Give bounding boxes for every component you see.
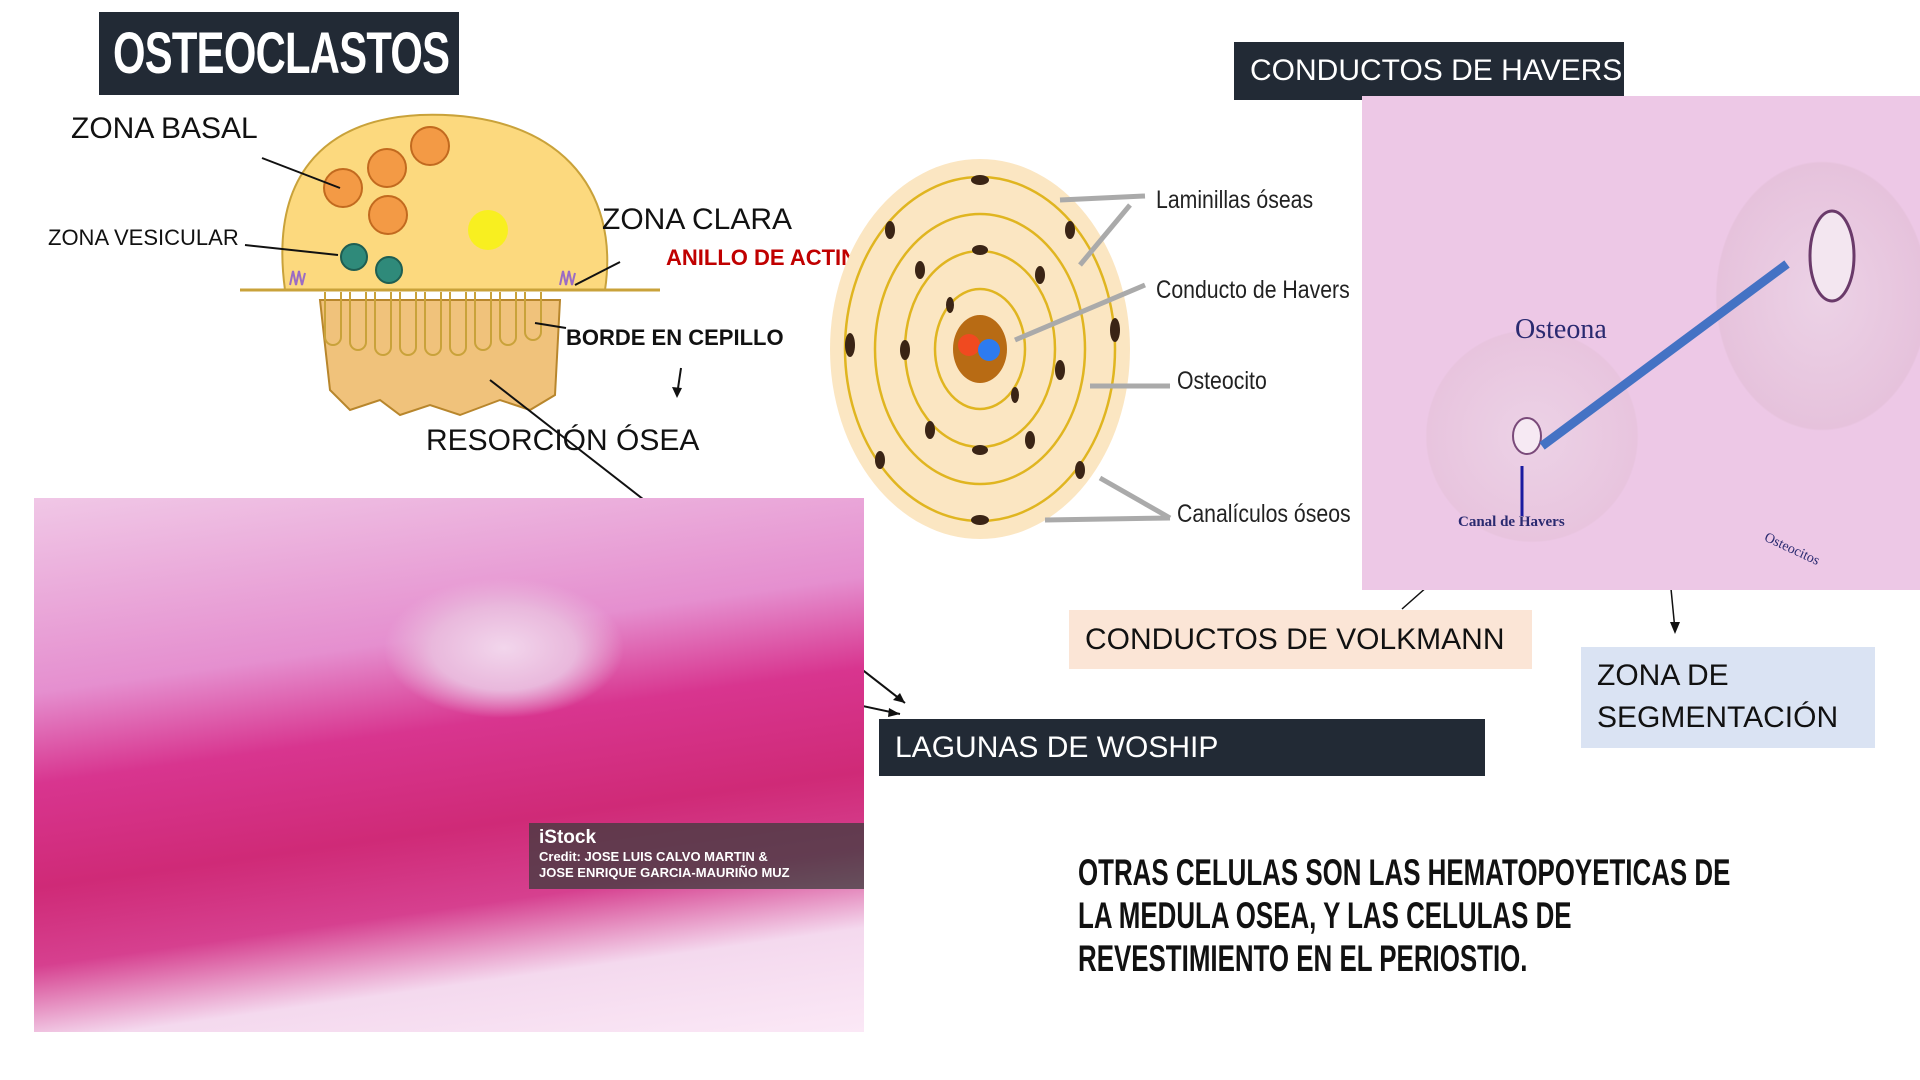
conductos-volkmann-label: CONDUCTOS DE VOLKMANN: [1069, 610, 1532, 669]
other-cells-text: OTRAS CELULAS SON LAS HEMATOPOYETICAS DE…: [1078, 852, 1731, 979]
label-laminillas: Laminillas óseas: [1156, 186, 1314, 214]
label-conducto-havers: Conducto de Havers: [1156, 276, 1350, 304]
label-anillo-actina: ANILLO DE ACTINA: [666, 245, 873, 270]
histology-photo-osteoclast: [34, 498, 864, 1032]
osteon-diagram: [830, 159, 1130, 539]
istock-credit: iStock Credit: JOSE LUIS CALVO MARTIN & …: [529, 823, 864, 889]
label-zona-vesicular: ZONA VESICULAR: [48, 225, 239, 250]
label-resorcion-osea: RESORCIÓN ÓSEA: [426, 424, 700, 457]
conductos-havers-title: CONDUCTOS DE HAVERS: [1234, 42, 1624, 100]
label-zona-basal: ZONA BASAL: [71, 112, 258, 145]
histology-photo-osteon: Osteona Canal de Havers Osteocitos: [1362, 96, 1920, 590]
label-zona-clara: ZONA CLARA: [602, 203, 793, 236]
page-title: OSTEOCLASTOS: [99, 12, 459, 95]
volkmann-canal-line: [1512, 209, 1856, 516]
lagunas-woship-label: LAGUNAS DE WOSHIP: [879, 719, 1485, 776]
label-canaliculos: Canalículos óseos: [1177, 500, 1351, 528]
label-borde-cepillo: BORDE EN CEPILLO: [566, 325, 784, 350]
zona-segmentacion-label: ZONA DE SEGMENTACIÓN: [1581, 647, 1875, 748]
label-osteocito: Osteocito: [1177, 367, 1267, 395]
